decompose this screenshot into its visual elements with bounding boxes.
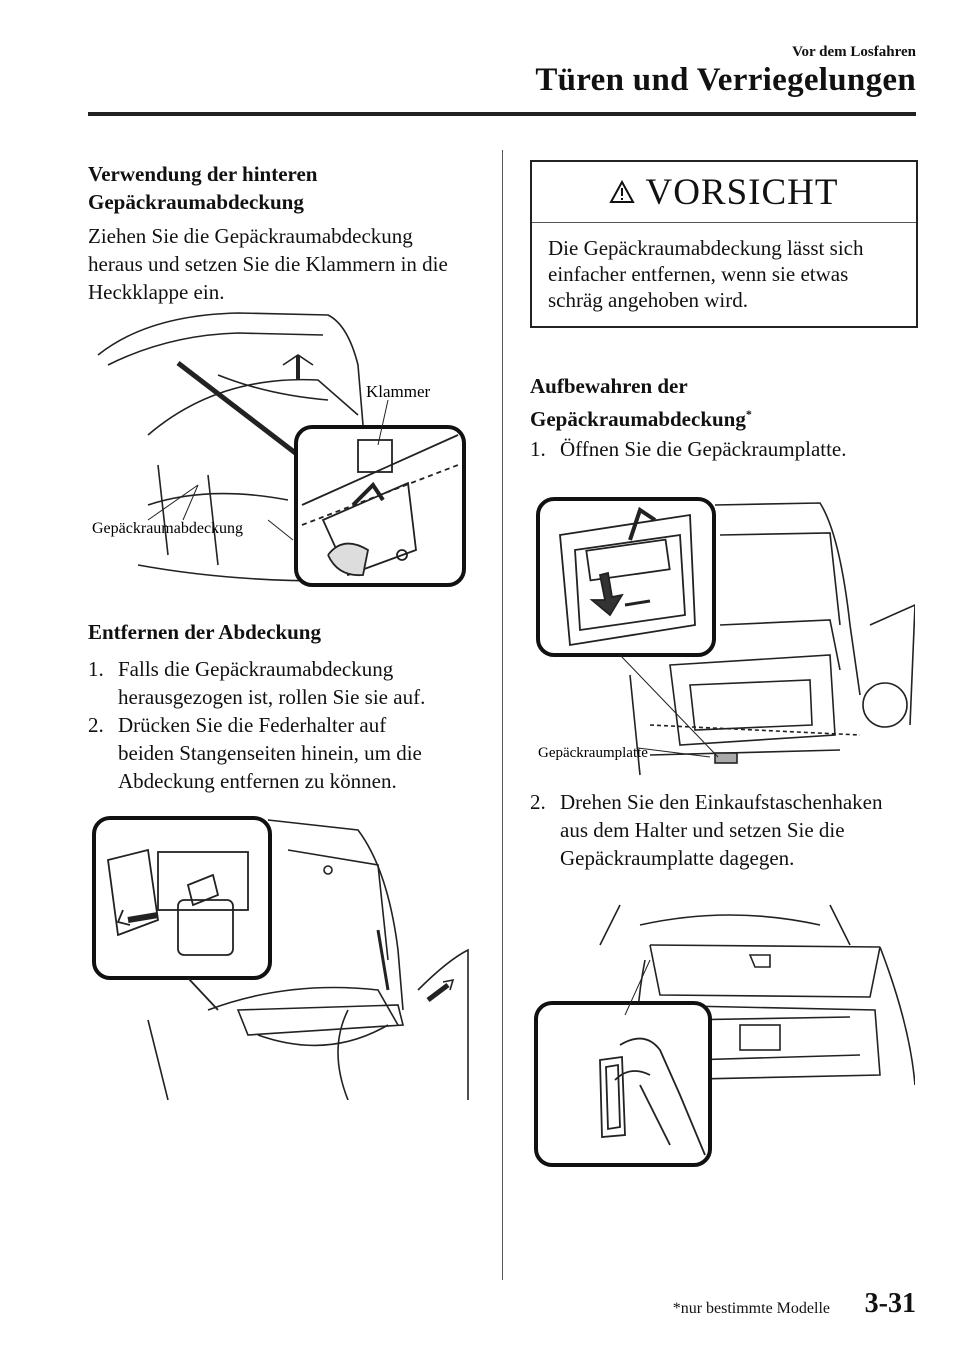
page-title: Türen und Verriegelungen bbox=[535, 62, 916, 98]
page-number: 3-31 bbox=[864, 1288, 916, 1319]
figure-cargo-board: Gepäckraumplatte bbox=[536, 497, 915, 776]
section-heading-store: Aufbewahren der Gepäckraumabdeckung* bbox=[530, 374, 752, 431]
caution-header: VORSICHT bbox=[532, 162, 916, 223]
column-divider bbox=[502, 150, 503, 1280]
figure-cover-install: Klammer Gepäckraumabdeckung bbox=[92, 312, 466, 587]
section-text-usage: Ziehen Sie die Gepäckraumabdeckung herau… bbox=[88, 224, 448, 304]
step-store-2: 2. Drehen Sie den Einkaufstaschenhaken a… bbox=[530, 790, 883, 870]
step-2: 2. Drücken Sie die Federhalter auf beide… bbox=[88, 713, 422, 793]
header-rule bbox=[88, 112, 916, 116]
chapter-kicker: Vor dem Losfahren bbox=[792, 44, 916, 60]
footnote: *nur bestimmte Modelle bbox=[672, 1300, 830, 1317]
steps-remove: 1. Falls die Gepäckraumabdeckung herausg… bbox=[88, 655, 488, 795]
figure-shopping-hook bbox=[534, 904, 915, 1167]
step-1: 1. Falls die Gepäckraumabdeckung herausg… bbox=[88, 657, 426, 709]
figure-label-cover: Gepäckraumabdeckung bbox=[92, 520, 243, 537]
caution-box: VORSICHT Die Gepäckraumabdeckung lässt s… bbox=[530, 160, 918, 328]
figure-cover-remove bbox=[92, 816, 469, 1100]
step-store-1: 1. Öffnen Sie die Gepäckraumplatte. bbox=[530, 437, 847, 461]
warning-triangle-icon bbox=[609, 180, 636, 203]
figure-label-clip: Klammer bbox=[366, 382, 431, 401]
caution-text: Die Gepäckraumabdeckung lässt sich einfa… bbox=[548, 236, 864, 312]
caution-title: VORSICHT bbox=[645, 171, 839, 213]
section-heading-remove: Entfernen der Abdeckung bbox=[88, 620, 321, 644]
figure-label-cargo-board: Gepäckraumplatte bbox=[538, 745, 648, 761]
section-heading-usage: Verwendung der hinteren Gepäckraumabdeck… bbox=[88, 162, 318, 214]
